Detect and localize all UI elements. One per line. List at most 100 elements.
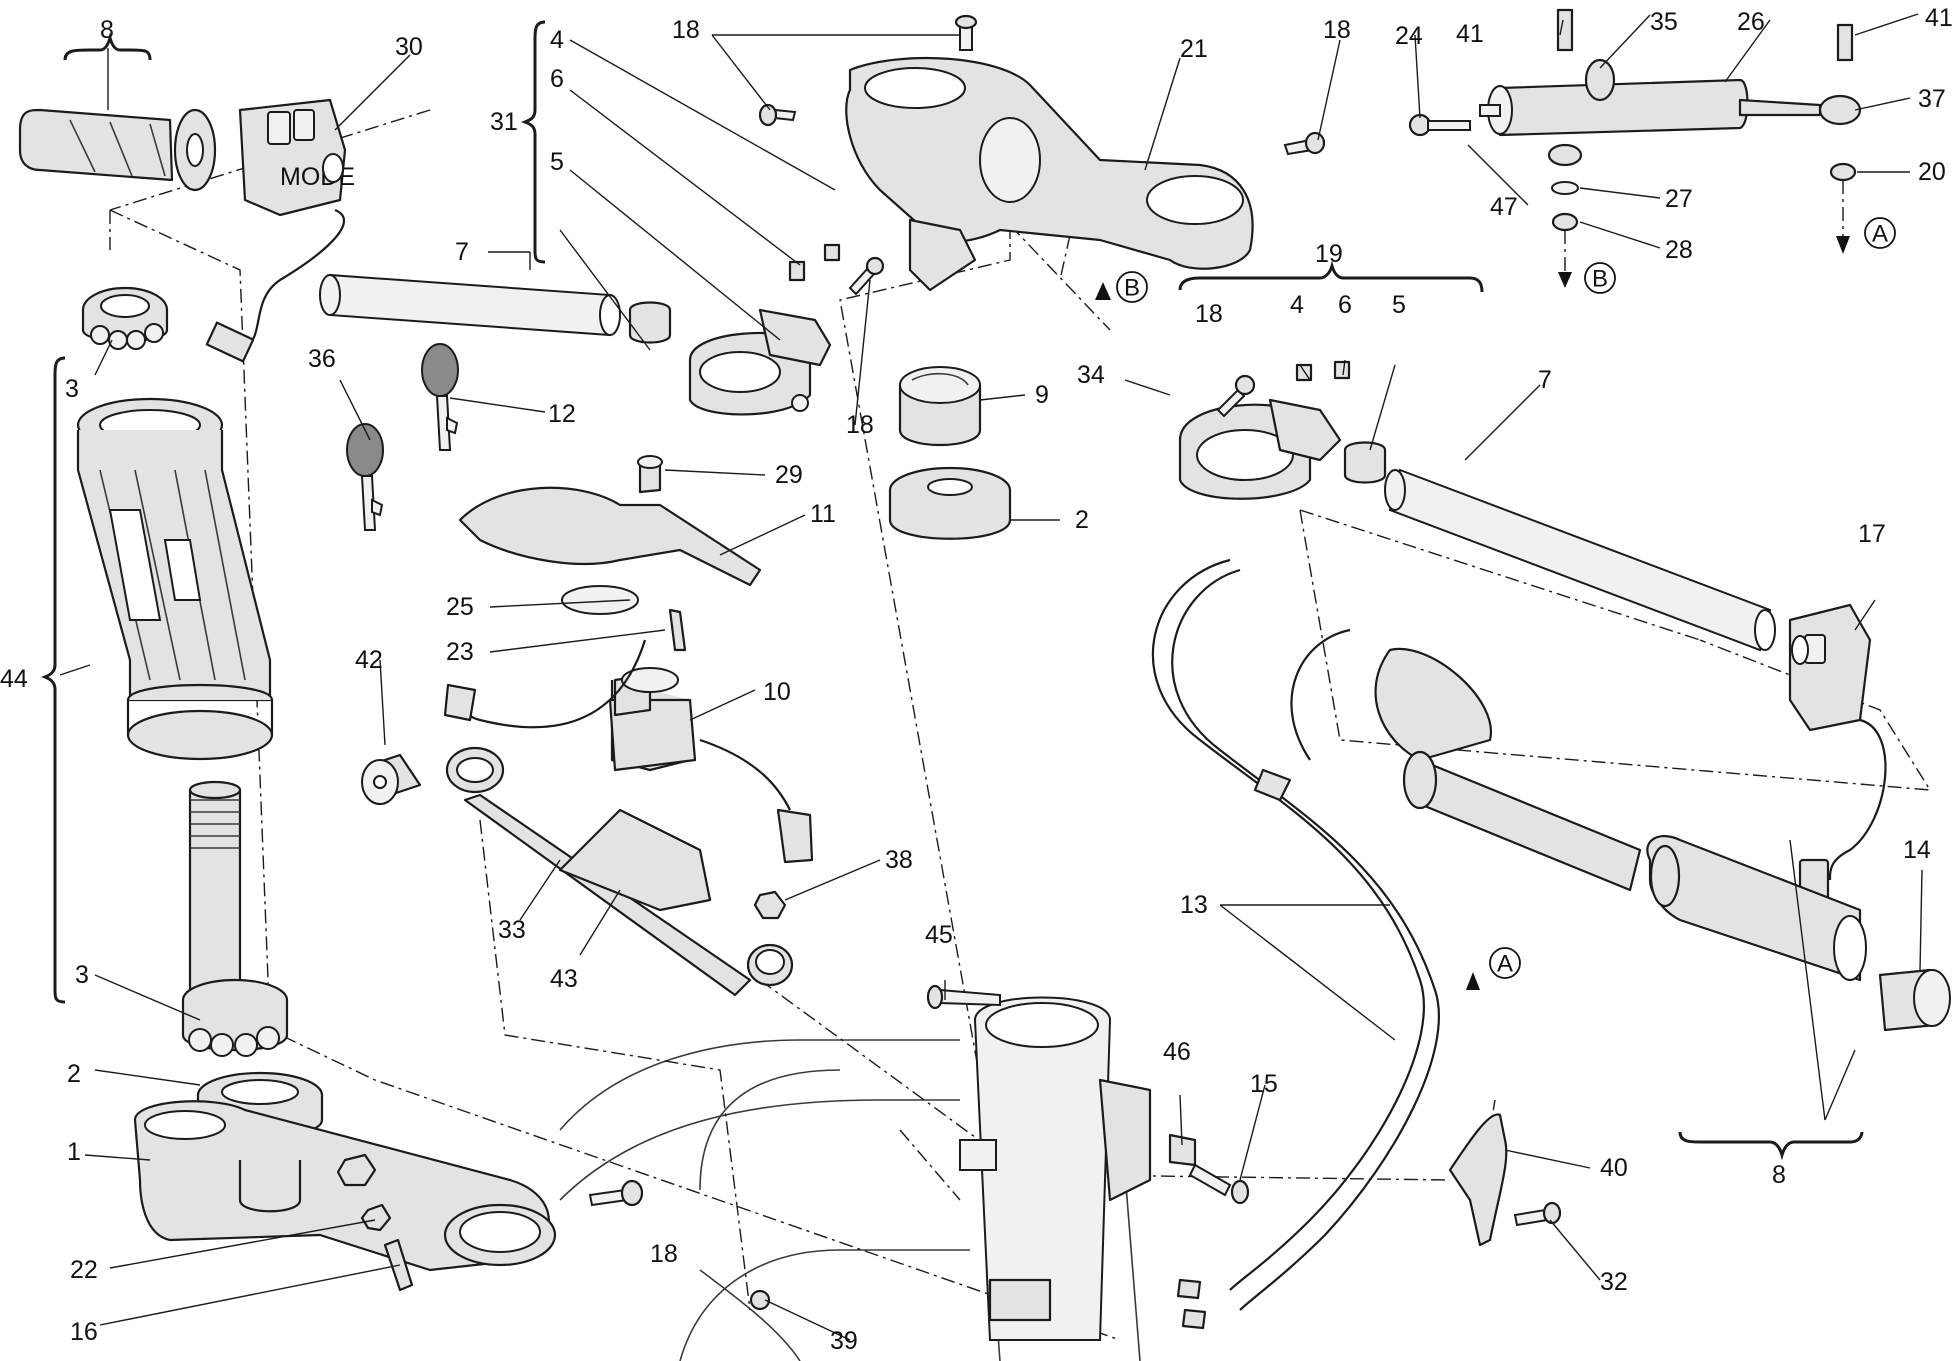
callout-7: 7 — [1538, 366, 1552, 394]
right-handlebar-tube — [1384, 468, 1776, 652]
callout-9: 9 — [1035, 381, 1049, 409]
marker-a-mid: A — [1489, 947, 1521, 979]
callout-8: 8 — [1772, 1161, 1786, 1189]
callout-37: 37 — [1918, 85, 1946, 113]
steering-head — [959, 996, 1152, 1341]
marker-b-top: B — [1584, 262, 1616, 294]
cable-bracket-40 — [1448, 1113, 1508, 1247]
callout-14: 14 — [1903, 836, 1931, 864]
left-clip-on-clamp — [688, 308, 832, 416]
top-yoke — [845, 56, 1254, 292]
svg-text:B: B — [1124, 275, 1140, 302]
steering-tube-cage — [76, 397, 274, 761]
callout-25: 25 — [446, 593, 474, 621]
callout-26: 26 — [1737, 8, 1765, 36]
callout-43: 43 — [550, 965, 578, 993]
callout-7: 7 — [455, 238, 469, 266]
steering-stem — [188, 780, 242, 992]
callout-6: 6 — [1338, 291, 1352, 319]
bolt-23 — [668, 608, 687, 652]
callout-2: 2 — [1075, 506, 1089, 534]
key-12 — [421, 343, 459, 451]
callout-17: 17 — [1858, 520, 1886, 548]
callout-29: 29 — [775, 461, 803, 489]
bolt-45 — [926, 984, 1001, 1010]
callout-27: 27 — [1665, 185, 1693, 213]
callout-33: 33 — [498, 916, 526, 944]
callout-12: 12 — [548, 400, 576, 428]
callout-18: 18 — [1195, 300, 1223, 328]
callout-18: 18 — [1323, 16, 1351, 44]
bolts-18 — [588, 14, 1351, 1207]
upper-bearing — [81, 286, 169, 350]
callout-22: 22 — [70, 1256, 98, 1284]
braces — [40, 20, 1864, 1161]
left-switch-housing: MODE — [205, 98, 355, 363]
callout-47: 47 — [1490, 193, 1518, 221]
lower-bearing — [181, 978, 289, 1057]
callout-32: 32 — [1600, 1268, 1628, 1296]
svg-text:A: A — [1872, 221, 1888, 248]
callout-6: 6 — [550, 65, 564, 93]
marker-a-top: A — [1864, 217, 1896, 249]
callout-5: 5 — [550, 148, 564, 176]
callout-21: 21 — [1180, 35, 1208, 63]
callout-3: 3 — [65, 375, 79, 403]
support-bracket — [445, 746, 794, 997]
callout-19: 19 — [1315, 240, 1343, 268]
callout-45: 45 — [925, 921, 953, 949]
callout-13: 13 — [1180, 891, 1208, 919]
callout-41: 41 — [1456, 20, 1484, 48]
nut-38 — [753, 890, 787, 920]
callout-38: 38 — [885, 846, 913, 874]
ignition-cover — [458, 455, 762, 587]
bottom-yoke — [133, 1100, 557, 1272]
callout-42: 42 — [355, 646, 383, 674]
callout-1: 1 — [67, 1138, 81, 1166]
svg-text:B: B — [1592, 266, 1608, 293]
callout-8: 8 — [100, 16, 114, 44]
throttle-sleeve — [1374, 647, 1642, 892]
bushing-39 — [749, 1289, 771, 1311]
callout-41: 41 — [1925, 4, 1953, 32]
callout-18: 18 — [650, 1240, 678, 1268]
svg-text:A: A — [1497, 951, 1513, 978]
callout-34: 34 — [1077, 361, 1105, 389]
callout-23: 23 — [446, 638, 474, 666]
callout-40: 40 — [1600, 1154, 1628, 1182]
bar-end-42 — [361, 753, 422, 805]
callout-44: 44 — [0, 665, 28, 693]
steering-damper — [1479, 58, 1862, 167]
damper-hardware — [1408, 8, 1857, 232]
bolt-32 — [1513, 1201, 1562, 1227]
callout-28: 28 — [1665, 236, 1693, 264]
right-grip — [1646, 835, 1867, 982]
callout-24: 24 — [1395, 22, 1423, 50]
ignition-cap — [888, 366, 1012, 540]
callout-15: 15 — [1250, 1070, 1278, 1098]
callout-4: 4 — [550, 26, 564, 54]
callout-20: 20 — [1918, 158, 1946, 186]
throttle-cables — [1151, 558, 1440, 1330]
reference-arrows — [1095, 180, 1850, 990]
yoke-fasteners — [336, 1153, 414, 1292]
left-handlebar-tube — [319, 273, 672, 344]
right-clip-on-clamp — [1178, 398, 1387, 500]
callout-10: 10 — [763, 678, 791, 706]
callouts: 8 30 3 44 3 2 1 22 16 4 6 31 5 7 36 12 1… — [0, 4, 1953, 1355]
callout-36: 36 — [308, 345, 336, 373]
callout-4: 4 — [1290, 291, 1304, 319]
ignition-switch — [443, 585, 814, 864]
bar-end-14 — [1878, 968, 1951, 1032]
right-switch-housing — [1788, 603, 1887, 902]
callout-35: 35 — [1650, 8, 1678, 36]
callout-31: 31 — [490, 108, 518, 136]
marker-b-mid: B — [1116, 271, 1148, 303]
callout-11: 11 — [810, 500, 836, 528]
callout-5: 5 — [1392, 291, 1406, 319]
screw-15 — [1188, 1163, 1250, 1205]
callout-18: 18 — [672, 16, 700, 44]
callout-16: 16 — [70, 1318, 98, 1346]
callout-18: 18 — [846, 411, 874, 439]
